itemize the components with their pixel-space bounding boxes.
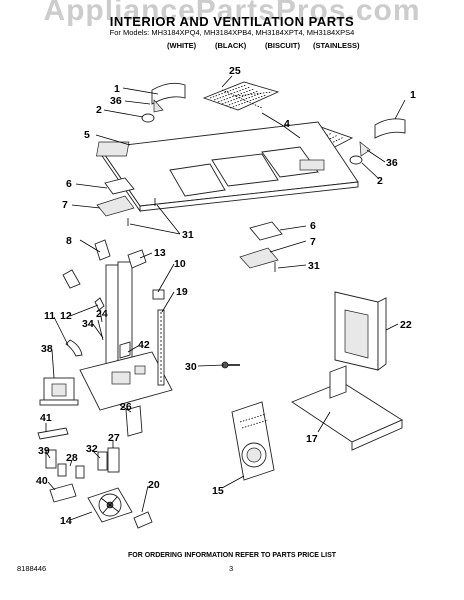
callout-8: 8	[66, 235, 72, 247]
callout-27: 27	[108, 432, 120, 444]
rod-part-19	[157, 309, 165, 386]
callout-14: 14	[60, 515, 72, 527]
leader-lines	[45, 75, 406, 521]
callout-22: 22	[400, 319, 412, 331]
callout-7-right: 7	[310, 236, 316, 248]
blower-wheel-panel	[231, 401, 275, 481]
color-black: (BLACK)	[215, 41, 247, 50]
callout-20: 20	[148, 479, 160, 491]
base-plate	[79, 351, 173, 411]
callout-32: 32	[86, 443, 98, 455]
callout-2: 2	[96, 104, 102, 116]
callout-4: 4	[284, 118, 290, 130]
part-39-switch	[45, 449, 85, 479]
color-white: (WHITE)	[167, 41, 197, 50]
watermark: AppliancePartsPros.com	[43, 0, 421, 27]
callout-5: 5	[84, 129, 90, 141]
callout-15: 15	[212, 485, 224, 497]
callout-36: 36	[110, 95, 122, 107]
callout-30: 30	[185, 361, 197, 373]
callout-7: 7	[62, 199, 68, 211]
transformer	[39, 377, 79, 406]
callout-13: 13	[154, 247, 166, 259]
part-26-27-32	[97, 405, 143, 473]
document-part-number: 8188446	[17, 564, 47, 573]
callout-31: 31	[182, 229, 194, 241]
callout-labels: 1 36 2 25 5 4 1 36 2 6 7 31 6 7 31 8 13 …	[36, 65, 416, 527]
damper-right	[239, 221, 283, 272]
blower-housing	[291, 365, 403, 451]
callout-39: 39	[38, 445, 50, 457]
color-biscuit: (BISCUIT)	[265, 41, 300, 50]
callout-11: 11	[44, 310, 55, 322]
cooling-fan	[87, 487, 133, 523]
callout-34: 34	[82, 318, 94, 330]
callout-31-right: 31	[308, 260, 320, 272]
part-10-clip	[152, 289, 165, 300]
callout-41: 41	[40, 412, 52, 424]
damper-left	[96, 177, 156, 226]
callout-38: 38	[41, 343, 53, 355]
exhaust-duct	[334, 291, 387, 371]
vent-cover-left	[141, 82, 186, 123]
callout-28: 28	[66, 452, 78, 464]
screw-30	[221, 361, 240, 369]
callout-40: 40	[36, 475, 48, 487]
vent-grille-panel	[96, 121, 359, 213]
callout-1: 1	[114, 83, 120, 95]
callout-42: 42	[138, 339, 150, 351]
vent-cover-right	[349, 118, 406, 165]
part-41-bracket	[37, 427, 69, 440]
model-list: For Models: MH3184XPQ4, MH3184XPB4, MH31…	[109, 28, 355, 37]
callout-2-right: 2	[377, 175, 383, 187]
color-stainless: (STAINLESS)	[313, 41, 360, 50]
part-40-capacitor	[49, 483, 77, 503]
callout-12: 12	[60, 310, 72, 322]
page-number: 3	[229, 564, 234, 573]
callout-10: 10	[174, 258, 186, 270]
grease-filter-left	[202, 81, 280, 111]
part-20-bracket	[133, 511, 153, 529]
ordering-note: FOR ORDERING INFORMATION REFER TO PARTS …	[127, 552, 337, 559]
callout-17: 17	[306, 433, 318, 445]
callout-1-right: 1	[410, 89, 416, 101]
page-title: INTERIOR AND VENTILATION PARTS	[109, 14, 355, 29]
callout-24: 24	[96, 308, 108, 320]
callout-6: 6	[66, 178, 72, 190]
callout-25: 25	[229, 65, 241, 77]
callout-36-right: 36	[386, 157, 398, 169]
callout-26: 26	[120, 401, 132, 413]
callout-19: 19	[176, 286, 188, 298]
callout-6-right: 6	[310, 220, 316, 232]
